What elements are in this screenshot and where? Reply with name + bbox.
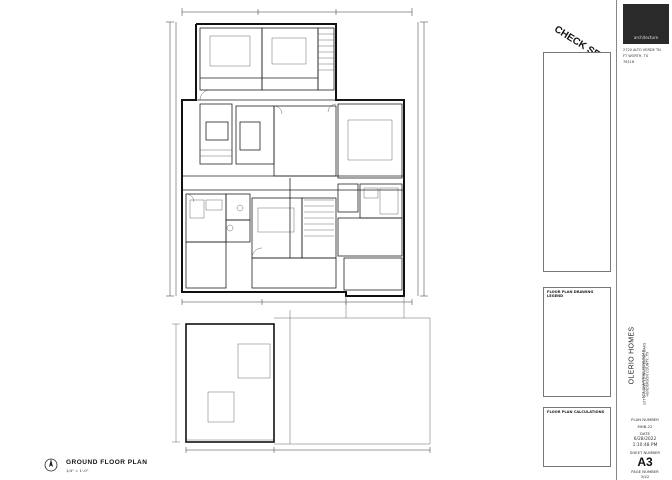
date-value: 6/28/2022 bbox=[633, 437, 657, 442]
floor-plan-calculations: FLOOR PLAN CALCULATIONS bbox=[543, 407, 611, 467]
plan-scale: 1/4" = 1'-0" bbox=[66, 468, 89, 473]
address-line-2: FT WORTH, TX bbox=[623, 54, 649, 58]
calc-title: FLOOR PLAN CALCULATIONS bbox=[547, 410, 605, 414]
time-value: 1:10:48 PM bbox=[632, 443, 658, 448]
logo-text: architecture bbox=[633, 35, 659, 40]
plan-number-label: PLAN NUMBER bbox=[631, 417, 659, 422]
project-name: OLERIO HOMES bbox=[628, 326, 636, 385]
address-line-3: 76116 bbox=[623, 60, 635, 64]
date-label: DATE bbox=[640, 431, 650, 436]
project-line-3: HENDERSON COUNTY, TX bbox=[645, 351, 650, 397]
legend-title: FLOOR PLAN DRAWING LEGEND bbox=[547, 290, 594, 298]
page-number: 3/42 bbox=[640, 474, 650, 479]
sheet-number: A3 bbox=[637, 455, 653, 469]
plan-number: MHB-22 bbox=[637, 424, 653, 429]
address-line-1: 2720 ALTO VERDE TN bbox=[623, 48, 661, 52]
north-arrow-icon bbox=[44, 458, 58, 472]
general-notes-block bbox=[543, 52, 611, 272]
architect-logo: architecture bbox=[623, 4, 669, 44]
plan-title: GROUND FLOOR PLAN bbox=[66, 459, 148, 466]
title-block: architecture 2720 ALTO VERDE TN FT WORTH… bbox=[616, 0, 672, 480]
page-number-label: PAGE NUMBER bbox=[631, 469, 659, 474]
drawing-legend: FLOOR PLAN DRAWING LEGEND bbox=[543, 287, 611, 397]
sheet-number-label: SHEET NUMBER bbox=[629, 450, 661, 455]
